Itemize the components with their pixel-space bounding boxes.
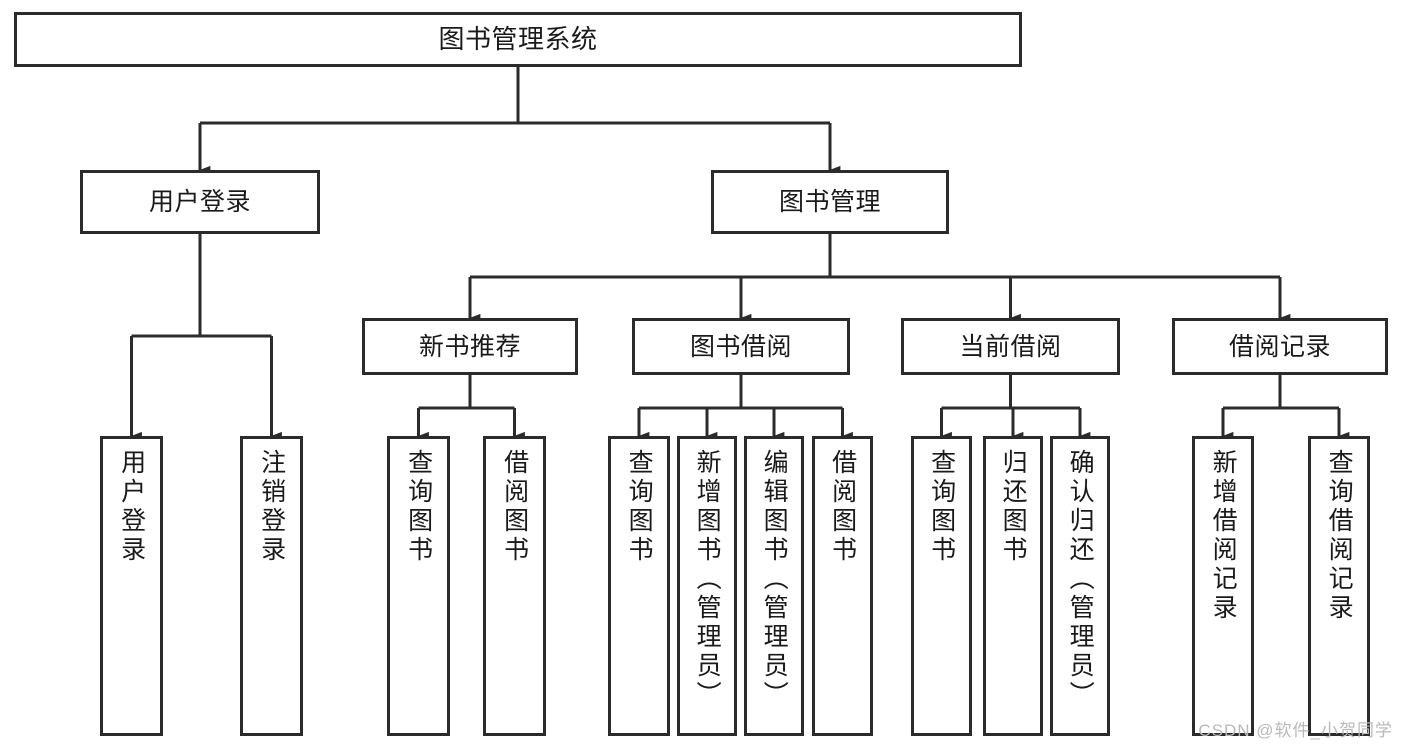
node-label-current-borrow: 当前借阅 — [959, 332, 1062, 361]
node-label-leaf-add-borrow-record: 新增借阅记录 — [1209, 449, 1238, 623]
node-label-book-borrow: 图书借阅 — [689, 332, 792, 361]
node-current-borrow: 当前借阅 — [901, 318, 1120, 375]
node-label-leaf-borrow-book-recommend: 借阅图书 — [500, 449, 529, 565]
node-leaf-return-book: 归还图书 — [983, 436, 1043, 736]
node-leaf-borrow-book-recommend: 借阅图书 — [483, 436, 546, 736]
node-label-user-login: 用户登录 — [148, 188, 251, 216]
node-leaf-query-book-recommend: 查询图书 — [387, 436, 450, 736]
node-user-login: 用户登录 — [80, 170, 320, 234]
node-root: 图书管理系统 — [14, 12, 1022, 67]
node-leaf-add-book: 新增图书（管理员） — [677, 436, 737, 736]
node-label-leaf-query-borrow-record: 查询借阅记录 — [1325, 449, 1354, 623]
node-leaf-user-login: 用户登录 — [100, 436, 163, 736]
node-label-leaf-query-book-current: 查询图书 — [927, 449, 956, 565]
node-leaf-confirm-return: 确认归还（管理员） — [1050, 436, 1110, 736]
node-label-leaf-user-login: 用户登录 — [117, 449, 146, 565]
node-label-leaf-query-book-borrow: 查询图书 — [625, 449, 654, 565]
connector-paths — [130, 67, 1350, 441]
node-label-book-management: 图书管理 — [778, 188, 881, 216]
node-book-management: 图书管理 — [711, 170, 949, 234]
node-leaf-query-borrow-record: 查询借阅记录 — [1308, 436, 1370, 736]
node-label-new-book-recommend: 新书推荐 — [418, 332, 521, 361]
node-label-leaf-user-logout: 注销登录 — [257, 449, 286, 565]
node-borrow-records: 借阅记录 — [1172, 318, 1388, 375]
node-book-borrow: 图书借阅 — [632, 318, 850, 375]
node-label-leaf-return-book: 归还图书 — [999, 449, 1028, 565]
node-leaf-add-borrow-record: 新增借阅记录 — [1192, 436, 1254, 736]
node-label-leaf-query-book-recommend: 查询图书 — [404, 449, 433, 565]
node-label-leaf-edit-book: 编辑图书（管理员） — [760, 449, 789, 710]
watermark-label: CSDN @软件_小贺同学 — [1198, 721, 1393, 740]
node-new-book-recommend: 新书推荐 — [362, 318, 578, 375]
node-leaf-edit-book: 编辑图书（管理员） — [744, 436, 804, 736]
node-label-leaf-add-book: 新增图书（管理员） — [693, 449, 722, 710]
node-leaf-query-book-current: 查询图书 — [911, 436, 972, 736]
node-label-leaf-confirm-return: 确认归还（管理员） — [1066, 449, 1095, 710]
node-label-root: 图书管理系统 — [438, 23, 598, 54]
node-leaf-borrow-book: 借阅图书 — [812, 436, 873, 736]
node-label-leaf-borrow-book: 借阅图书 — [828, 449, 857, 565]
node-leaf-query-book-borrow: 查询图书 — [608, 436, 670, 736]
node-label-borrow-records: 借阅记录 — [1228, 332, 1331, 361]
node-leaf-user-logout: 注销登录 — [240, 436, 303, 736]
